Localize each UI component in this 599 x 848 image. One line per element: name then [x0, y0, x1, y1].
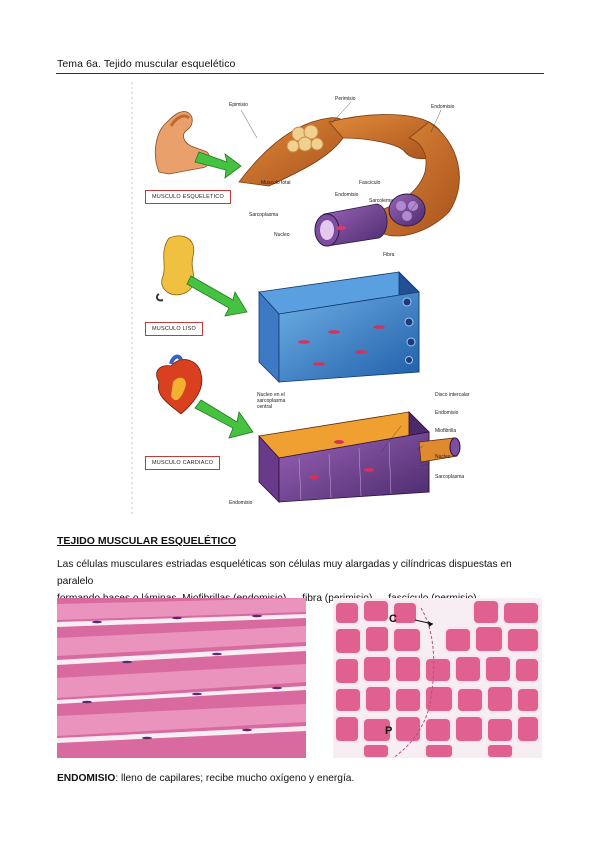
muscle-illustration-svg — [131, 82, 461, 514]
label-endomisio-cardiac: Endomisio — [435, 410, 459, 416]
label-perimisio: Perimisio — [335, 96, 356, 102]
label-p: P — [385, 725, 392, 737]
endomisio-term: ENDOMISIO — [57, 773, 116, 784]
label-epimisio: Epimisio — [229, 102, 248, 108]
label-c: C — [389, 613, 397, 625]
cross-section-svg: C P — [333, 598, 542, 758]
muscle-types-illustration: MUSCULO ESQUELETICO MUSCULO LISO MUSCULO… — [129, 82, 474, 514]
box-smooth-muscle: MUSCULO LISO — [145, 322, 203, 336]
micrograph-cross-section: C P — [333, 598, 542, 758]
header-divider — [56, 73, 544, 74]
label-miofibrilla: Miofibrilla — [435, 428, 457, 434]
endomisio-note: ENDOMISIO: lleno de capilares; recibe mu… — [57, 773, 354, 784]
label-nucleo-top: Nucleo — [274, 232, 290, 238]
box-skeletal-muscle: MUSCULO ESQUELETICO — [145, 190, 231, 204]
label-disco-intercalar: Disco intercalar — [435, 392, 470, 398]
micrograph-longitudinal — [57, 598, 306, 758]
longitudinal-section-svg — [57, 598, 306, 758]
box-cardiac-muscle: MUSCULO CARDIACO — [145, 456, 221, 470]
label-endomisio-bottom: Endomisio — [229, 500, 253, 506]
label-sarcoplasma-cardiac: Sarcoplasma — [435, 474, 465, 480]
label-sarcoplasma-top: Sarcoplasma — [249, 212, 279, 218]
label-fasciculo: Fascículo — [359, 180, 381, 186]
label-sarcolema: Sarcolema — [369, 198, 393, 204]
endomisio-text: : lleno de capilares; recibe mucho oxíge… — [115, 773, 355, 784]
label-endomisio-mid: Endomisio — [335, 192, 359, 198]
label-nucleo-cardiac: Nucleo — [435, 454, 451, 460]
label-nucleo-central: Nucleo en el sarcoplasma central — [257, 392, 286, 410]
label-fibra: Fibra — [383, 252, 395, 258]
paragraph-line-1: Las células musculares estriadas esquelé… — [57, 559, 512, 587]
label-musculo-total: Musculo total — [261, 180, 291, 186]
section-heading: TEJIDO MUSCULAR ESQUELÉTICO — [57, 535, 237, 547]
label-endomisio-top: Endomisio — [431, 104, 455, 110]
page-header-title: Tema 6a. Tejido muscular esquelético — [57, 58, 236, 70]
